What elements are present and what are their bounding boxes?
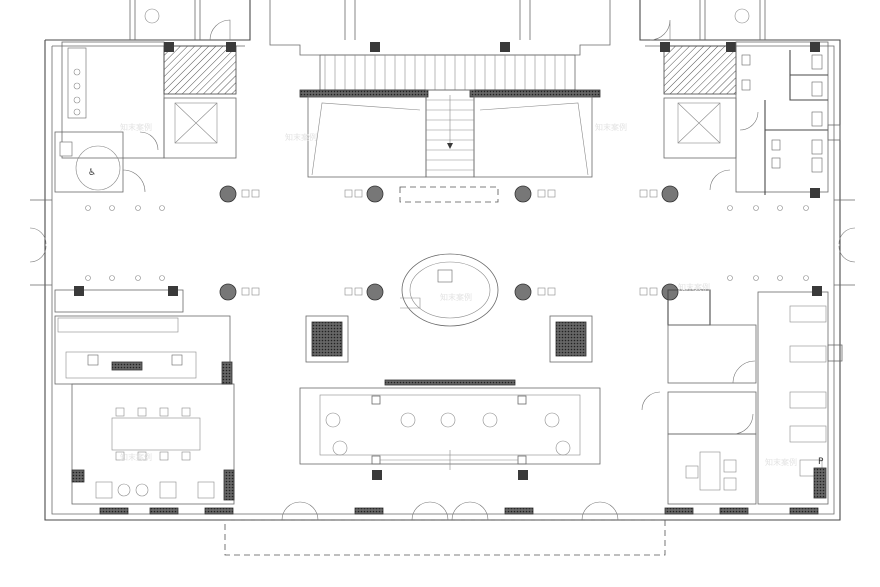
side-doors [29,227,856,263]
watermark: 知末案例 [595,122,627,132]
central-staircase [299,54,601,203]
left-core: ♿ [54,41,237,193]
outer-walls [30,0,855,521]
top-corridors [129,0,766,56]
watermark: 知末案例 [765,457,797,467]
watermark: 知末案例 [440,292,472,302]
bottom-entrance [99,501,819,556]
round-columns [219,185,679,301]
watermark: 知末案例 [120,122,152,132]
lounge-area [299,379,601,480]
oval-reception [400,253,499,327]
watermark: 知末案例 [678,282,710,292]
watermarks: 知末案例 知末案例 知末案例 知末案例 知末案例 知末案例 知末案例 [120,122,797,467]
left-kitchen-dining [54,286,235,505]
parking-label: P [818,457,824,467]
ceiling-lights [85,205,809,281]
wheelchair-icon: ♿ [88,168,96,178]
planters [305,315,593,363]
watermark: 知末案例 [285,132,317,142]
right-offices: P [641,286,843,505]
watermark: 知末案例 [120,452,152,462]
right-core [660,41,841,198]
